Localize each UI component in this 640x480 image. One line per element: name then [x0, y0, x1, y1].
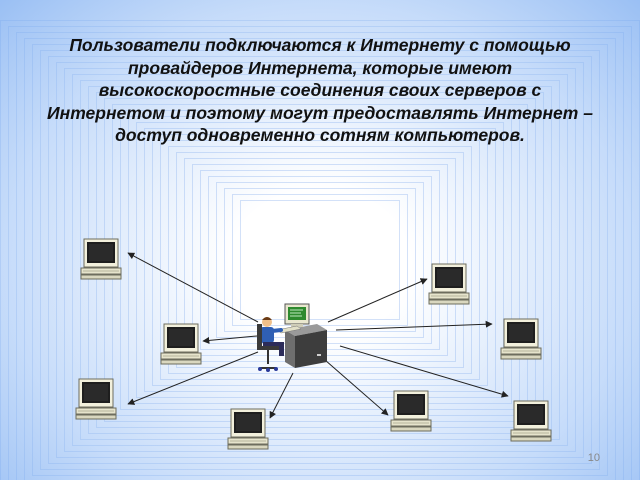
computer-icon — [80, 238, 122, 280]
page-number: 10 — [587, 452, 600, 464]
provider-operator-icon — [257, 303, 327, 372]
computer-icon — [500, 318, 542, 360]
computer-icon — [160, 323, 202, 365]
connection-arrows — [127, 252, 509, 419]
connection-arrow — [269, 372, 294, 419]
connection-arrow — [127, 351, 259, 405]
computer-icon — [227, 408, 269, 450]
computer-icon — [428, 263, 470, 305]
connection-arrow — [202, 335, 258, 344]
connection-arrow — [335, 320, 493, 331]
computer-icon — [75, 378, 117, 420]
connection-arrow — [324, 359, 389, 416]
connection-arrow — [127, 252, 259, 323]
connection-arrow — [339, 345, 509, 398]
computer-icon — [390, 390, 432, 432]
slide-title: Пользователи подключаются к Интернету с … — [47, 35, 593, 145]
computer-icon — [510, 400, 552, 442]
connection-arrow — [327, 278, 428, 323]
